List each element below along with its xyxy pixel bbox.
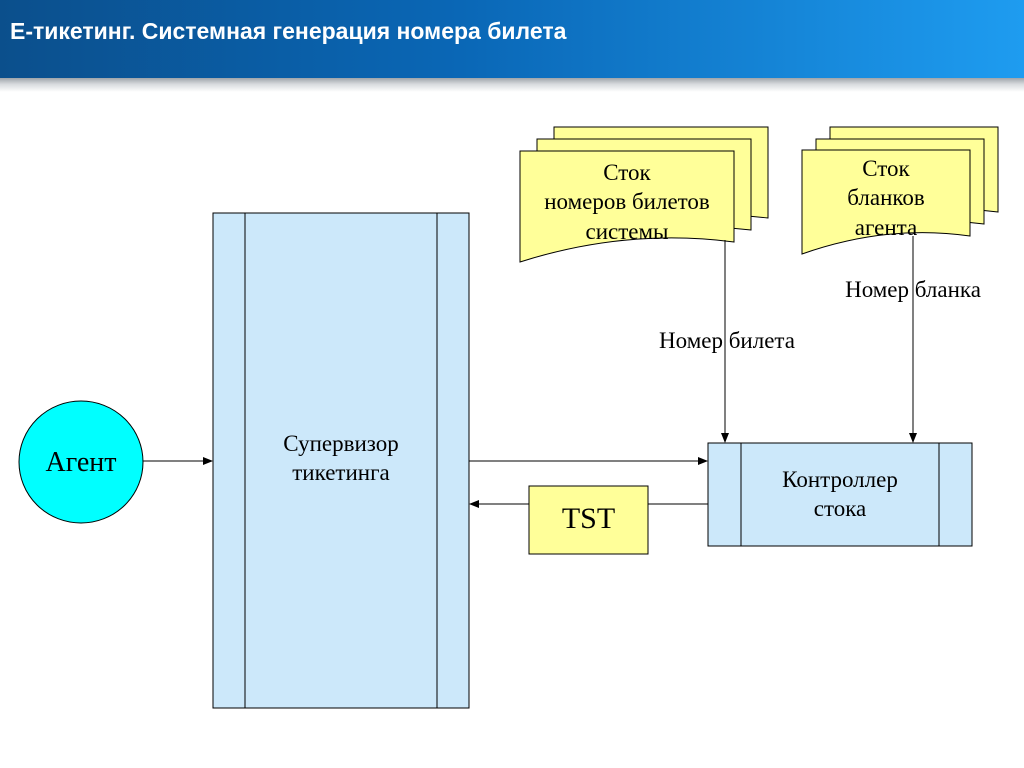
stock-system-label: Сток номеров билетов системы [516, 158, 738, 246]
supervisor-label: Супервизор тикетинга [245, 430, 437, 488]
ticket-number-label: Номер билета [659, 328, 795, 353]
stock-system-document [519, 126, 769, 263]
supervisor-label-line1: Супервизор [283, 431, 399, 456]
agent-label: Агент [45, 447, 117, 478]
controller-label: Контроллер стока [741, 466, 939, 524]
blank-number-label: Номер бланка [845, 277, 981, 302]
stock-agent-line2: бланков [847, 185, 925, 211]
header-shadow [0, 78, 1024, 92]
agent-circle [18, 400, 144, 524]
stock-agent-label: Сток бланков агента [802, 154, 970, 242]
stock-system-line3: системы [585, 218, 669, 244]
stock-agent-line3: агента [854, 214, 918, 240]
controller-box [707, 442, 973, 547]
slide-title: Е-тикетинг. Системная генерация номера б… [10, 18, 567, 44]
supervisor-box [212, 212, 470, 709]
slide-header: Е-тикетинг. Системная генерация номера б… [0, 0, 1024, 78]
controller-label-line1: Контроллер [782, 467, 898, 492]
tst-label: TST [561, 502, 616, 535]
stock-system-line2: номеров билетов [544, 189, 710, 215]
stock-agent-document [801, 126, 999, 255]
tst-box [528, 485, 649, 555]
stock-system-line1: Сток [603, 160, 651, 185]
supervisor-label-line2: тикетинга [292, 459, 390, 485]
controller-label-line2: стока [813, 495, 867, 521]
stock-agent-line1: Сток [862, 156, 910, 181]
